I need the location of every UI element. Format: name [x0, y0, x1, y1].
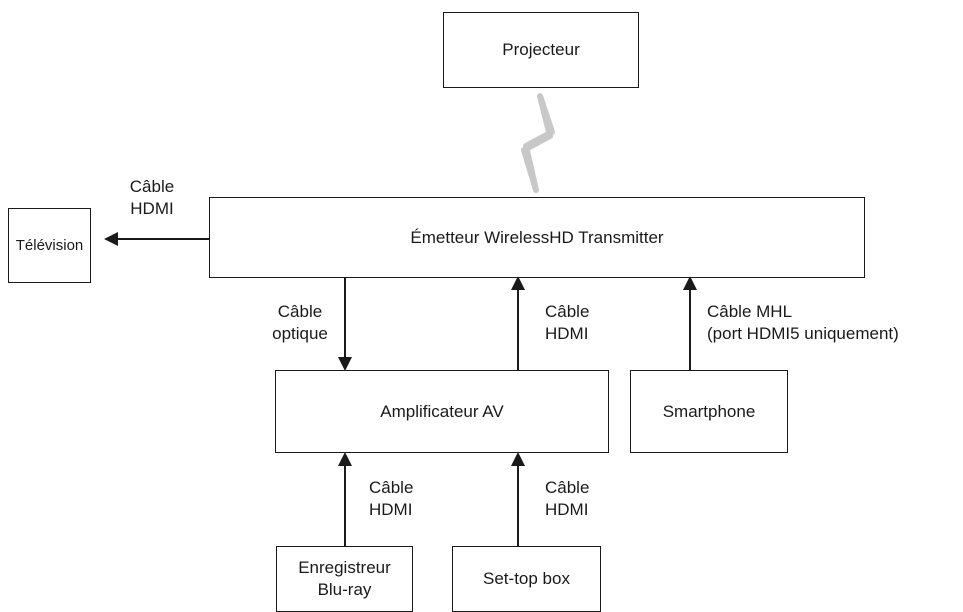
bluray-box: Enregistreur Blu-ray: [276, 546, 413, 612]
amplifier-box: Amplificateur AV: [275, 370, 609, 453]
wireless-link-icon: [521, 93, 555, 193]
mhl-cable-label: Câble MHL (port HDMI5 uniquement): [707, 302, 899, 343]
projector-box: Projecteur: [443, 12, 639, 88]
transmitter-box: Émetteur WirelessHD Transmitter: [209, 197, 865, 278]
television-box: Télévision: [8, 208, 91, 283]
settop-box: Set-top box: [452, 546, 601, 612]
settop-cable-label: Câble HDMI: [545, 478, 590, 519]
optical-cable-label: Câble optique: [272, 302, 328, 343]
smartphone-box: Smartphone: [630, 370, 788, 453]
tv-cable-label: Câble HDMI: [129, 177, 175, 218]
bluray-cable-label: Câble HDMI: [369, 478, 414, 519]
amp-hdmi-cable-label: Câble HDMI: [545, 302, 590, 343]
